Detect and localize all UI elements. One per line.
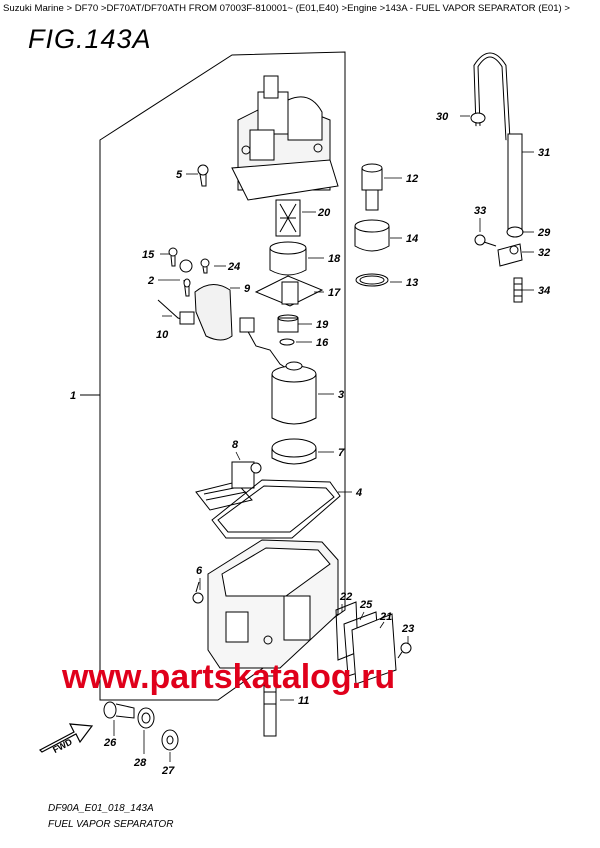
union-34 — [513, 277, 523, 303]
ring-13 — [355, 273, 389, 287]
callout-26: 26 — [103, 737, 117, 749]
screw-6 — [192, 581, 204, 604]
callout-19: 19 — [316, 319, 329, 331]
callout-1: 1 — [70, 390, 76, 402]
callout-31: 31 — [538, 147, 550, 159]
bolt-26 — [103, 701, 135, 719]
bracket-17 — [254, 275, 324, 307]
fwd-label: FWD — [51, 736, 74, 755]
callout-5: 5 — [176, 169, 183, 181]
callout-9: 9 — [244, 283, 251, 295]
filter-20 — [275, 199, 301, 237]
callout-11: 11 — [298, 695, 309, 707]
assembly-outline — [99, 51, 346, 701]
callout-3: 3 — [338, 389, 344, 401]
screw-5 — [197, 164, 209, 187]
regulator-18 — [269, 241, 307, 276]
watermark: www.partskatalog.ru — [62, 658, 396, 696]
callout-16: 16 — [316, 337, 329, 349]
callout-20: 20 — [317, 207, 331, 219]
callout-8: 8 — [232, 439, 239, 451]
figure-title: FIG.143A — [28, 24, 152, 54]
callout-21: 21 — [379, 611, 392, 623]
callout-18: 18 — [328, 253, 341, 265]
seal-19 — [277, 314, 299, 333]
callout-10: 10 — [156, 329, 169, 341]
screw-23 — [397, 642, 412, 659]
float-chamber — [207, 539, 339, 669]
cover-plate-21 — [351, 613, 397, 685]
grommet-2 — [179, 259, 193, 297]
pump-holder-7 — [271, 438, 317, 465]
cap-27 — [161, 729, 179, 751]
leader-lines — [113, 115, 534, 762]
breadcrumb[interactable]: Suzuki Marine > DF70 >DF70AT/DF70ATH FRO… — [3, 3, 570, 14]
fuel-pump-3 — [271, 361, 317, 425]
callout-7: 7 — [338, 447, 345, 459]
callout-13: 13 — [406, 277, 418, 289]
callout-34: 34 — [538, 285, 550, 297]
pump-harness — [245, 327, 287, 369]
callout-32: 32 — [538, 247, 550, 259]
clamp-29 — [506, 226, 524, 238]
callout-15: 15 — [142, 249, 155, 261]
callout-14: 14 — [406, 233, 418, 245]
callout-4: 4 — [355, 487, 362, 499]
bolt-33 — [474, 234, 497, 247]
callout-22: 22 — [339, 591, 352, 603]
callout-12: 12 — [406, 173, 418, 185]
cover-9 — [194, 284, 233, 341]
bracket-32 — [497, 243, 523, 267]
callout-17: 17 — [328, 287, 341, 299]
callout-33: 33 — [474, 205, 486, 217]
callout-30: 30 — [436, 111, 449, 123]
hose-31 — [473, 52, 523, 231]
callout-6: 6 — [196, 565, 203, 577]
drawing-code: DF90A_E01_018_143A — [48, 803, 154, 814]
callout-27: 27 — [161, 765, 175, 777]
callout-29: 29 — [537, 227, 551, 239]
gasket-4 — [211, 479, 341, 539]
callout-labels: 1 2 3 4 5 6 7 8 9 10 11 12 13 14 15 16 1… — [51, 111, 551, 777]
clamp-30 — [470, 112, 486, 124]
separator-cap — [231, 75, 339, 201]
callout-24: 24 — [227, 261, 240, 273]
screw-24 — [200, 258, 210, 274]
o-ring-16 — [279, 338, 295, 346]
callout-28: 28 — [133, 757, 147, 769]
collar-28 — [137, 707, 155, 729]
tube-11 — [263, 675, 277, 737]
fwd-arrow-icon — [39, 723, 94, 753]
callout-25: 25 — [359, 599, 373, 611]
fitting-12 — [361, 163, 383, 211]
callout-23: 23 — [401, 623, 414, 635]
diagram-caption: FUEL VAPOR SEPARATOR — [48, 819, 174, 830]
bolt-15 — [168, 247, 178, 267]
valve-14 — [354, 219, 390, 252]
strainer-8 — [195, 461, 262, 511]
callout-2: 2 — [147, 275, 154, 287]
